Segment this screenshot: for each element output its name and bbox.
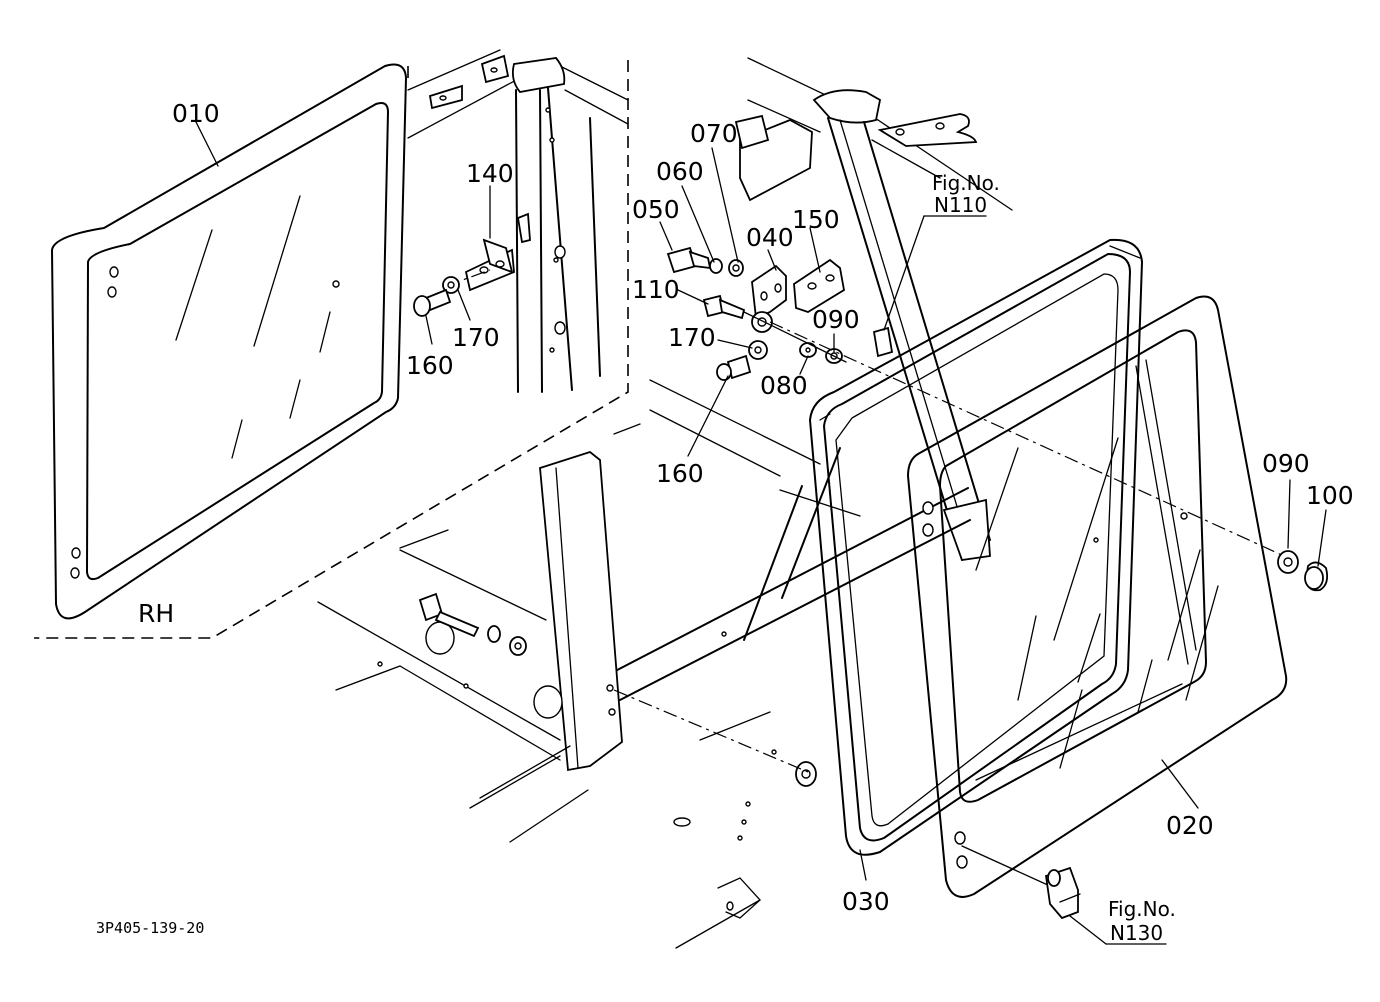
window-latch: [961, 845, 1081, 920]
rh-window-glass-010: [51, 63, 407, 620]
fig-ref-n110-code: N110: [934, 193, 987, 217]
fig-ref-n130-code: N130: [1110, 921, 1163, 945]
label-080: 080: [760, 371, 808, 400]
part-labels: 010 020 030 040 050 060 070 080 090 090 …: [172, 99, 1354, 916]
rh-inset-boundary: [34, 60, 629, 639]
label-110: 110: [632, 275, 680, 304]
fig-ref-n130-prefix: Fig.No.: [1108, 897, 1176, 921]
label-170-inset: 170: [452, 323, 500, 352]
label-100: 100: [1306, 481, 1354, 510]
label-050: 050: [632, 195, 680, 224]
side-label-rh: RH: [138, 599, 174, 628]
window-cap-hardware: [1277, 550, 1329, 592]
leader-lines: [195, 121, 1327, 945]
drawing-number: 3P405-139-20: [96, 919, 204, 937]
label-070: 070: [690, 119, 738, 148]
label-090-right: 090: [1262, 449, 1310, 478]
label-040: 040: [746, 223, 794, 252]
label-160-center: 160: [656, 459, 704, 488]
label-020: 020: [1166, 811, 1214, 840]
upper-hinge-hardware: [613, 246, 1285, 773]
label-140: 140: [466, 159, 514, 188]
window-glass-020: [907, 295, 1288, 898]
label-160-inset: 160: [406, 351, 454, 380]
label-150: 150: [792, 205, 840, 234]
label-060: 060: [656, 157, 704, 186]
label-170-center: 170: [668, 323, 716, 352]
rh-cab-post-detail: [407, 49, 629, 393]
fig-ref-n110-prefix: Fig.No.: [932, 171, 1000, 195]
figure-references: Fig.No. N110 Fig.No. N130: [932, 171, 1176, 945]
label-030: 030: [842, 887, 890, 916]
label-010: 010: [172, 99, 220, 128]
label-090-upper: 090: [812, 305, 860, 334]
cab-frame: [317, 57, 1013, 949]
window-seal-030: [809, 238, 1143, 856]
